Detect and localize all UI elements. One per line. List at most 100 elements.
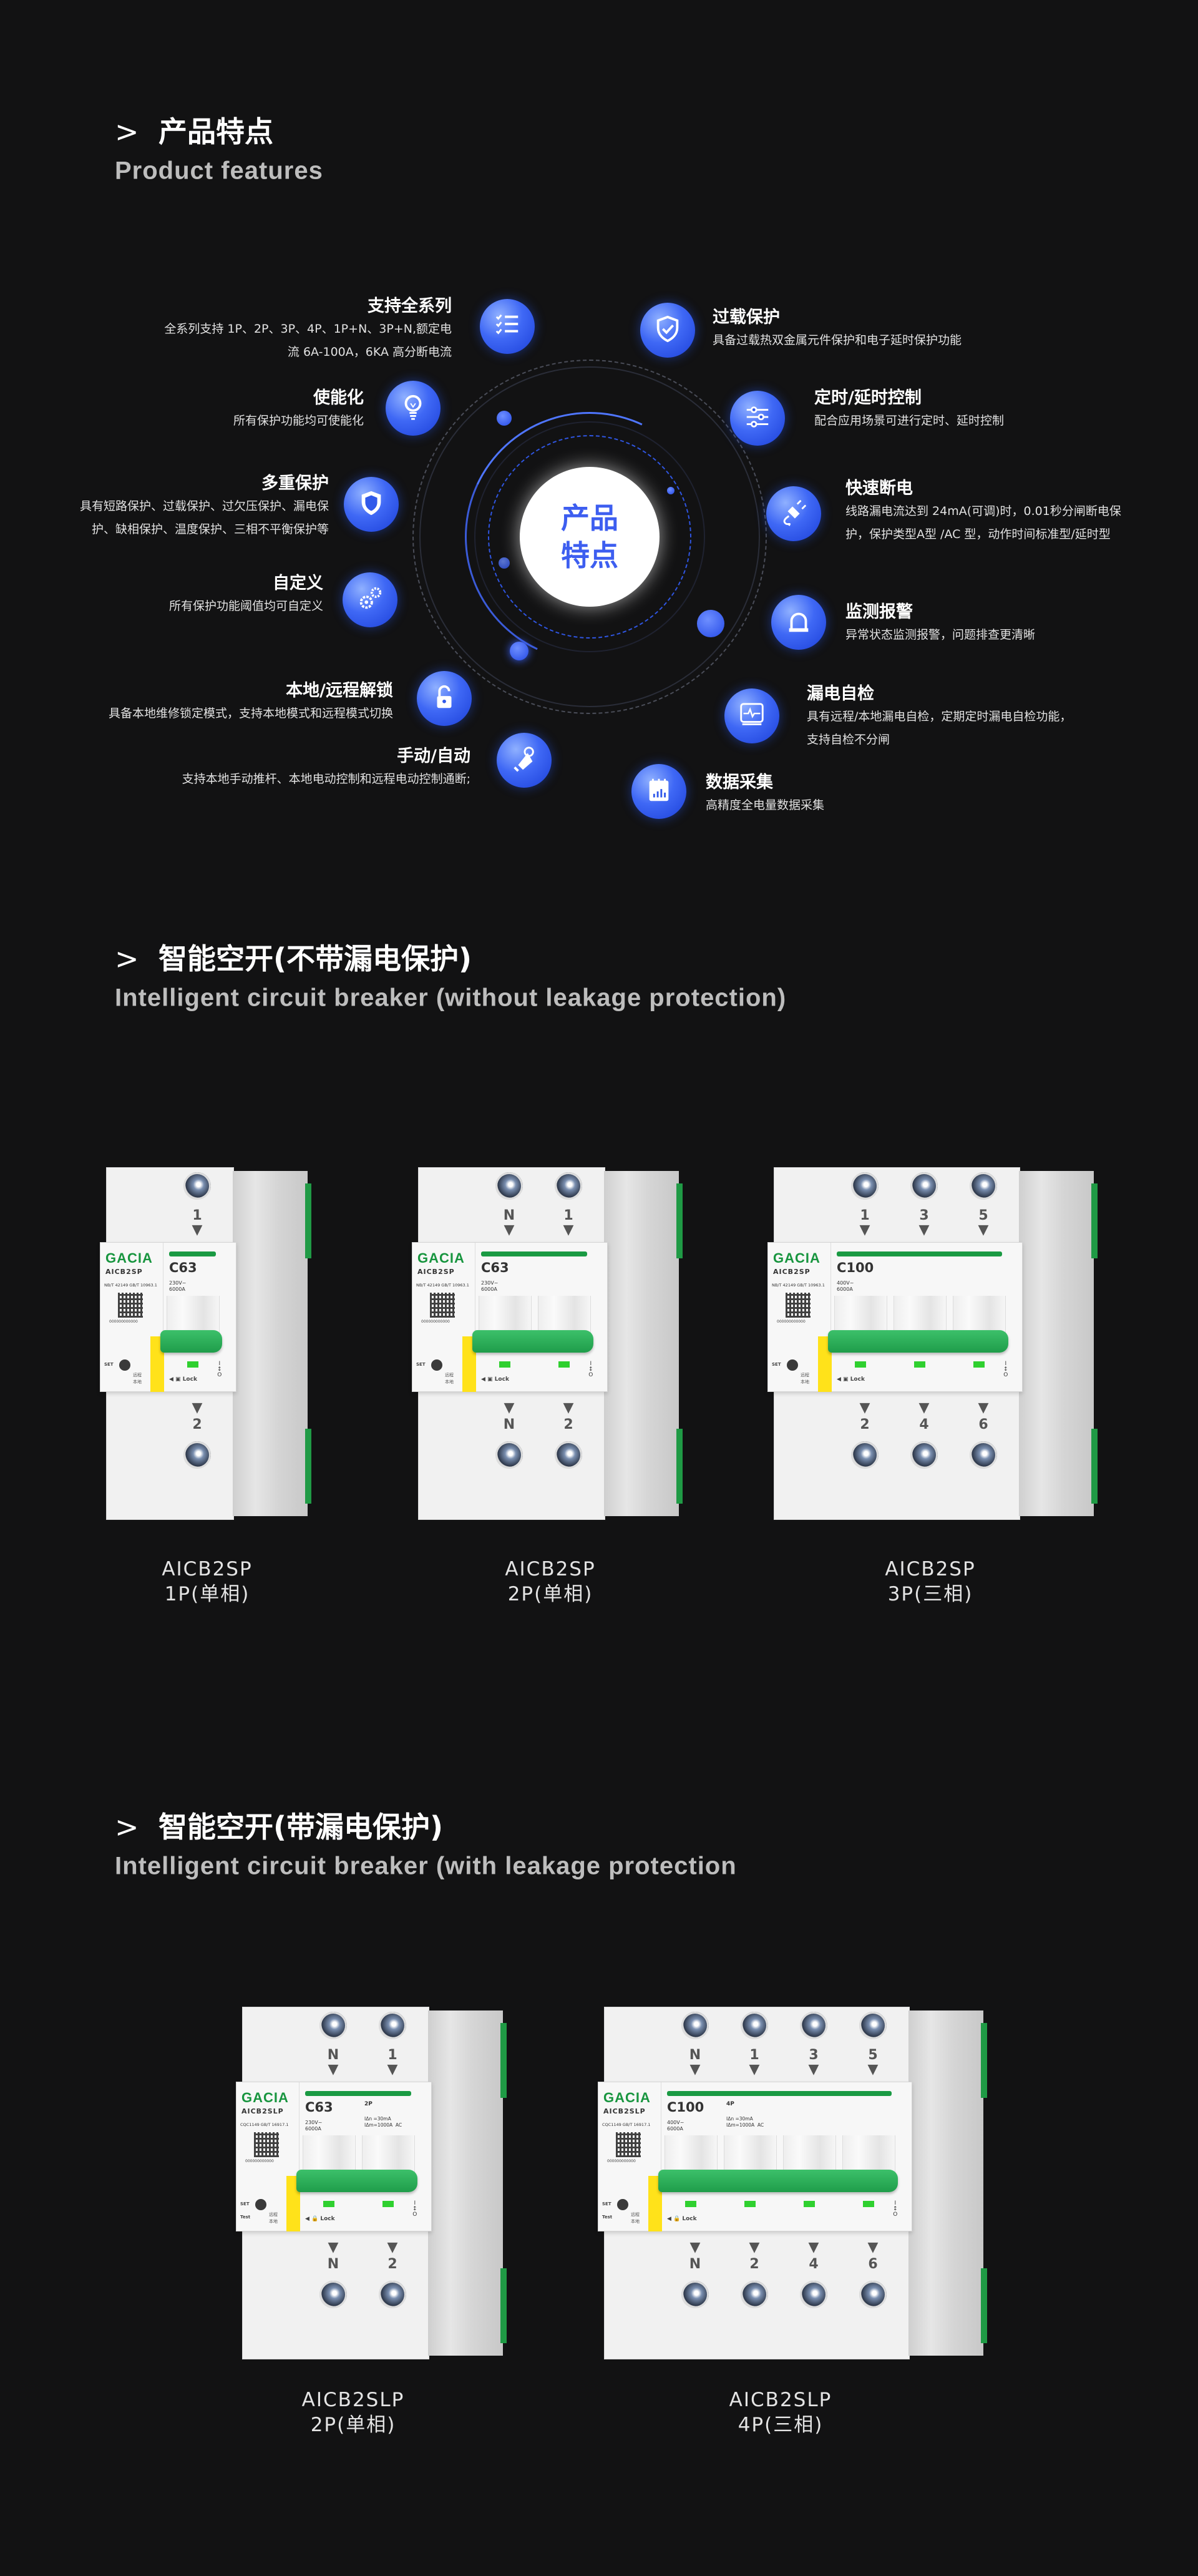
certification-codes: NB/T 42149 GB/T 10963.1 [104,1283,157,1288]
feature-description: 支持本地手动推杆、本地电动控制和远程电动控制通断; [182,772,470,786]
qr-code [254,2132,279,2157]
feature-item: 过载保护具备过载热双金属元件保护和电子延时保护功能 [713,306,962,352]
qr-code [430,1293,455,1318]
feature-title: 定时/延时控制 [814,388,922,408]
feature-description: 具有短路保护、过载保护、过欠压保护、漏电保 [79,499,329,513]
terminal-label: 4 [919,1417,929,1432]
feature-item: 支持全系列全系列支持 1P、2P、3P、4P、1P+N、3P+N,额定电流 6A… [164,295,452,364]
feature-item: 使能化所有保护功能均可使能化 [233,387,364,433]
plug-icon-badge [766,486,821,541]
local-label: 本地 [631,2219,640,2224]
terminal-label: 3 [919,1208,929,1223]
local-label: 本地 [133,1379,142,1384]
calendar-chart-icon-badge [631,764,686,819]
arrow-down-icon: ▼ [808,2062,819,2077]
set-button[interactable] [431,1359,442,1371]
local-label: 本地 [445,1379,454,1384]
hand-pointer-icon [510,745,538,776]
model-label: AICB2SLP [241,2107,284,2115]
set-button[interactable] [787,1359,798,1371]
toggle-handle[interactable] [658,2170,898,2192]
feature-title: 过载保护 [713,308,780,327]
bottom-terminal: ▼6 [844,2241,902,2308]
poles-tag: 2P [364,2101,373,2107]
on-off-marker: I↕O [1003,1361,1008,1378]
feature-title: 数据采集 [706,773,773,792]
top-terminal: N▼ [480,1172,538,1237]
remote-label: 远程 [133,1373,142,1378]
set-button[interactable] [255,2199,266,2210]
feature-title: 使能化 [313,388,364,408]
leakage-spec: IΔn =30mA IΔm=1000A AC [364,2116,402,2128]
product-model: AICB2SP [885,1558,976,1580]
local-label: 本地 [801,1379,809,1384]
terminal-screw [741,2281,768,2308]
arrow-down-icon: ▼ [749,2240,760,2255]
orbit-dot [667,487,674,494]
terminal-screw [379,2281,406,2308]
status-indicator [973,1361,985,1368]
toggle-handle[interactable] [296,2170,417,2192]
feature-description: 全系列支持 1P、2P、3P、4P、1P+N、3P+N,额定电 [164,322,452,336]
feature-item: 定时/延时控制配合应用场景可进行定时、延时控制 [814,387,1004,433]
arrow-down-icon: ▼ [563,1400,574,1416]
terminal-screw [851,1172,879,1200]
orbit-dot [510,642,528,660]
arrow-down-icon: ▼ [867,2240,879,2255]
terminal-screw [851,1441,879,1469]
feature-description: 具备过载热双金属元件保护和电子延时保护功能 [713,333,962,347]
toggle-handle[interactable] [828,1330,1008,1353]
set-label: SET [602,2201,611,2206]
terminal-screw [741,2012,768,2039]
model-label: AICB2SLP [603,2107,646,2115]
din-rail-clip [305,1183,311,1258]
terminal-label: 1 [749,2047,759,2063]
status-indicator [744,2201,756,2207]
voltage-spec: 230V~ 6000A [169,1280,187,1292]
feature-description: 异常状态监测报警，问题排查更清晰 [845,628,1036,642]
product-model: AICB2SLP [729,2389,832,2411]
toggle-handle[interactable] [160,1330,222,1353]
toggle-handle[interactable] [472,1330,593,1353]
orbit-dot [697,610,724,637]
voltage-spec: 230V~ 6000A [305,2120,323,2132]
set-button[interactable] [617,2199,628,2210]
green-stripe [481,1251,587,1256]
section-title-text: 智能空开(带漏电保护) [158,1810,444,1844]
arrow-down-icon: ▼ [978,1222,989,1238]
checklist-icon-badge [480,299,535,354]
arrow-down-icon: ▼ [867,2062,879,2077]
bottom-terminal: ▼N [480,1401,538,1469]
terminal-label: 1 [192,1208,202,1223]
status-indicator [187,1361,198,1368]
feature-description: 流 6A-100A，6KA 高分断电流 [287,345,452,359]
terminal-label: 5 [978,1208,988,1223]
terminal-label: N [503,1417,515,1432]
section-title-no-leakage: >智能空开(不带漏电保护) [115,936,472,977]
terminal-screw [183,1441,211,1469]
top-terminal: N▼ [666,2012,724,2077]
qr-code [786,1293,811,1318]
din-rail-clip [981,2023,987,2098]
arrow-down-icon: ▼ [689,2240,701,2255]
arrow-down-icon: ▼ [918,1222,930,1238]
terminal-label: 2 [749,2256,759,2272]
test-label: Test [602,2215,613,2220]
terminal-label: 6 [868,2256,878,2272]
terminal-screw [555,1172,582,1200]
arrow-down-icon: ▼ [504,1222,515,1238]
lightbulb-icon [399,393,427,424]
terminal-label: 2 [860,1417,870,1432]
terminal-label: N [503,1208,515,1223]
on-off-marker: I↕O [412,2200,417,2218]
set-button[interactable] [119,1359,130,1371]
din-rail-clip [676,1429,683,1504]
top-terminal: 1▼ [836,1172,894,1237]
orbit-dot [497,411,512,426]
feature-title: 多重保护 [261,474,329,493]
